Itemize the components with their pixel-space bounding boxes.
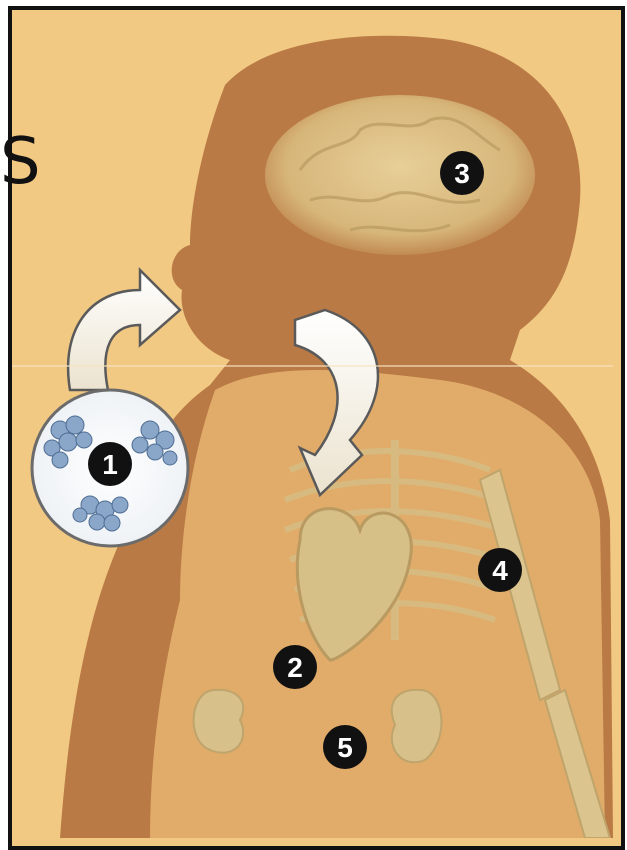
- svg-text:2: 2: [287, 652, 303, 683]
- svg-text:1: 1: [102, 449, 118, 480]
- marker-2: 2: [273, 645, 317, 689]
- svg-text:5: 5: [337, 732, 353, 763]
- svg-text:3: 3: [454, 158, 470, 189]
- marker-4: 4: [478, 548, 522, 592]
- marker-3: 3: [440, 151, 484, 195]
- curved-arrow-up-icon: [68, 270, 180, 390]
- kidney-right: [392, 690, 442, 762]
- marker-5: 5: [323, 725, 367, 769]
- kidney-left: [194, 690, 244, 753]
- svg-text:4: 4: [492, 555, 508, 586]
- marker-1: 1: [88, 442, 132, 486]
